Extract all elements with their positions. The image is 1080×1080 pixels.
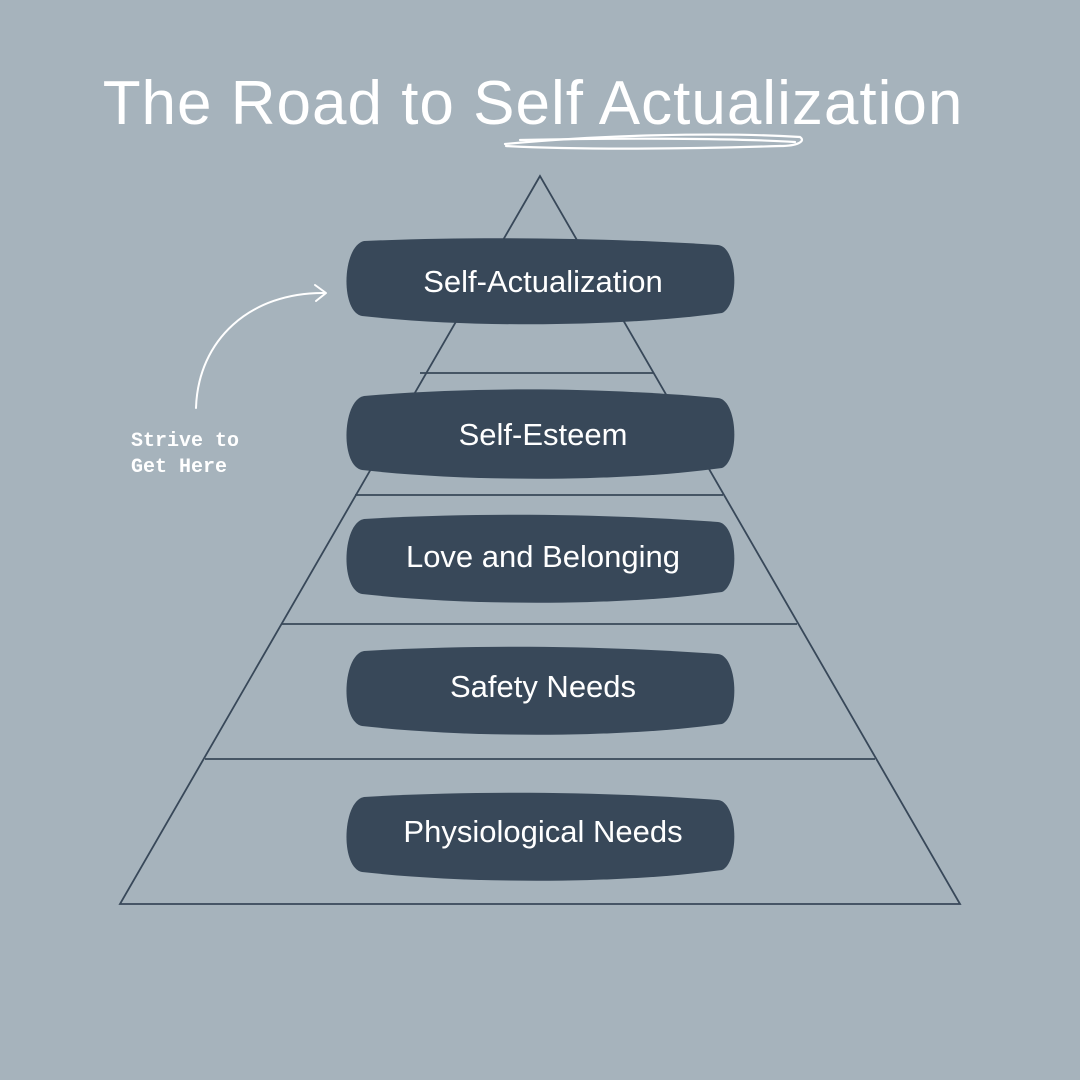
level-pill — [346, 792, 735, 881]
level-1-self-actualization: Self-Actualization — [346, 238, 735, 325]
annotation-line-1: Strive to — [131, 430, 239, 453]
title-part-1: The Road to — [103, 69, 473, 138]
level-3-love-and-belonging: Love and Belonging — [346, 514, 735, 603]
level-label: Self-Actualization — [423, 264, 663, 299]
annotation-line-2: Get Here — [131, 456, 227, 479]
page-title: The Road to Self Actualization — [103, 69, 964, 138]
level-pill — [346, 238, 735, 325]
level-label: Love and Belonging — [406, 539, 680, 574]
arrow-head-icon — [314, 284, 327, 302]
title-underline-scribble — [503, 133, 804, 150]
level-5-physiological-needs: Physiological Needs — [346, 792, 735, 881]
annotation-arrow — [195, 284, 327, 409]
level-label: Self-Esteem — [459, 417, 628, 452]
title-part-2: Self Actualization — [473, 69, 963, 138]
level-label: Physiological Needs — [403, 814, 682, 849]
level-2-self-esteem: Self-Esteem — [346, 389, 735, 479]
arrow-curve — [195, 291, 326, 409]
level-pill — [346, 389, 735, 479]
pyramid-triangle — [118, 174, 962, 905]
level-pill — [346, 646, 735, 735]
level-label: Safety Needs — [450, 669, 636, 704]
pyramid-outline — [118, 174, 962, 905]
annotation-text: Strive to Get Here — [131, 430, 251, 479]
level-pill — [346, 514, 735, 603]
level-4-safety-needs: Safety Needs — [346, 646, 735, 735]
